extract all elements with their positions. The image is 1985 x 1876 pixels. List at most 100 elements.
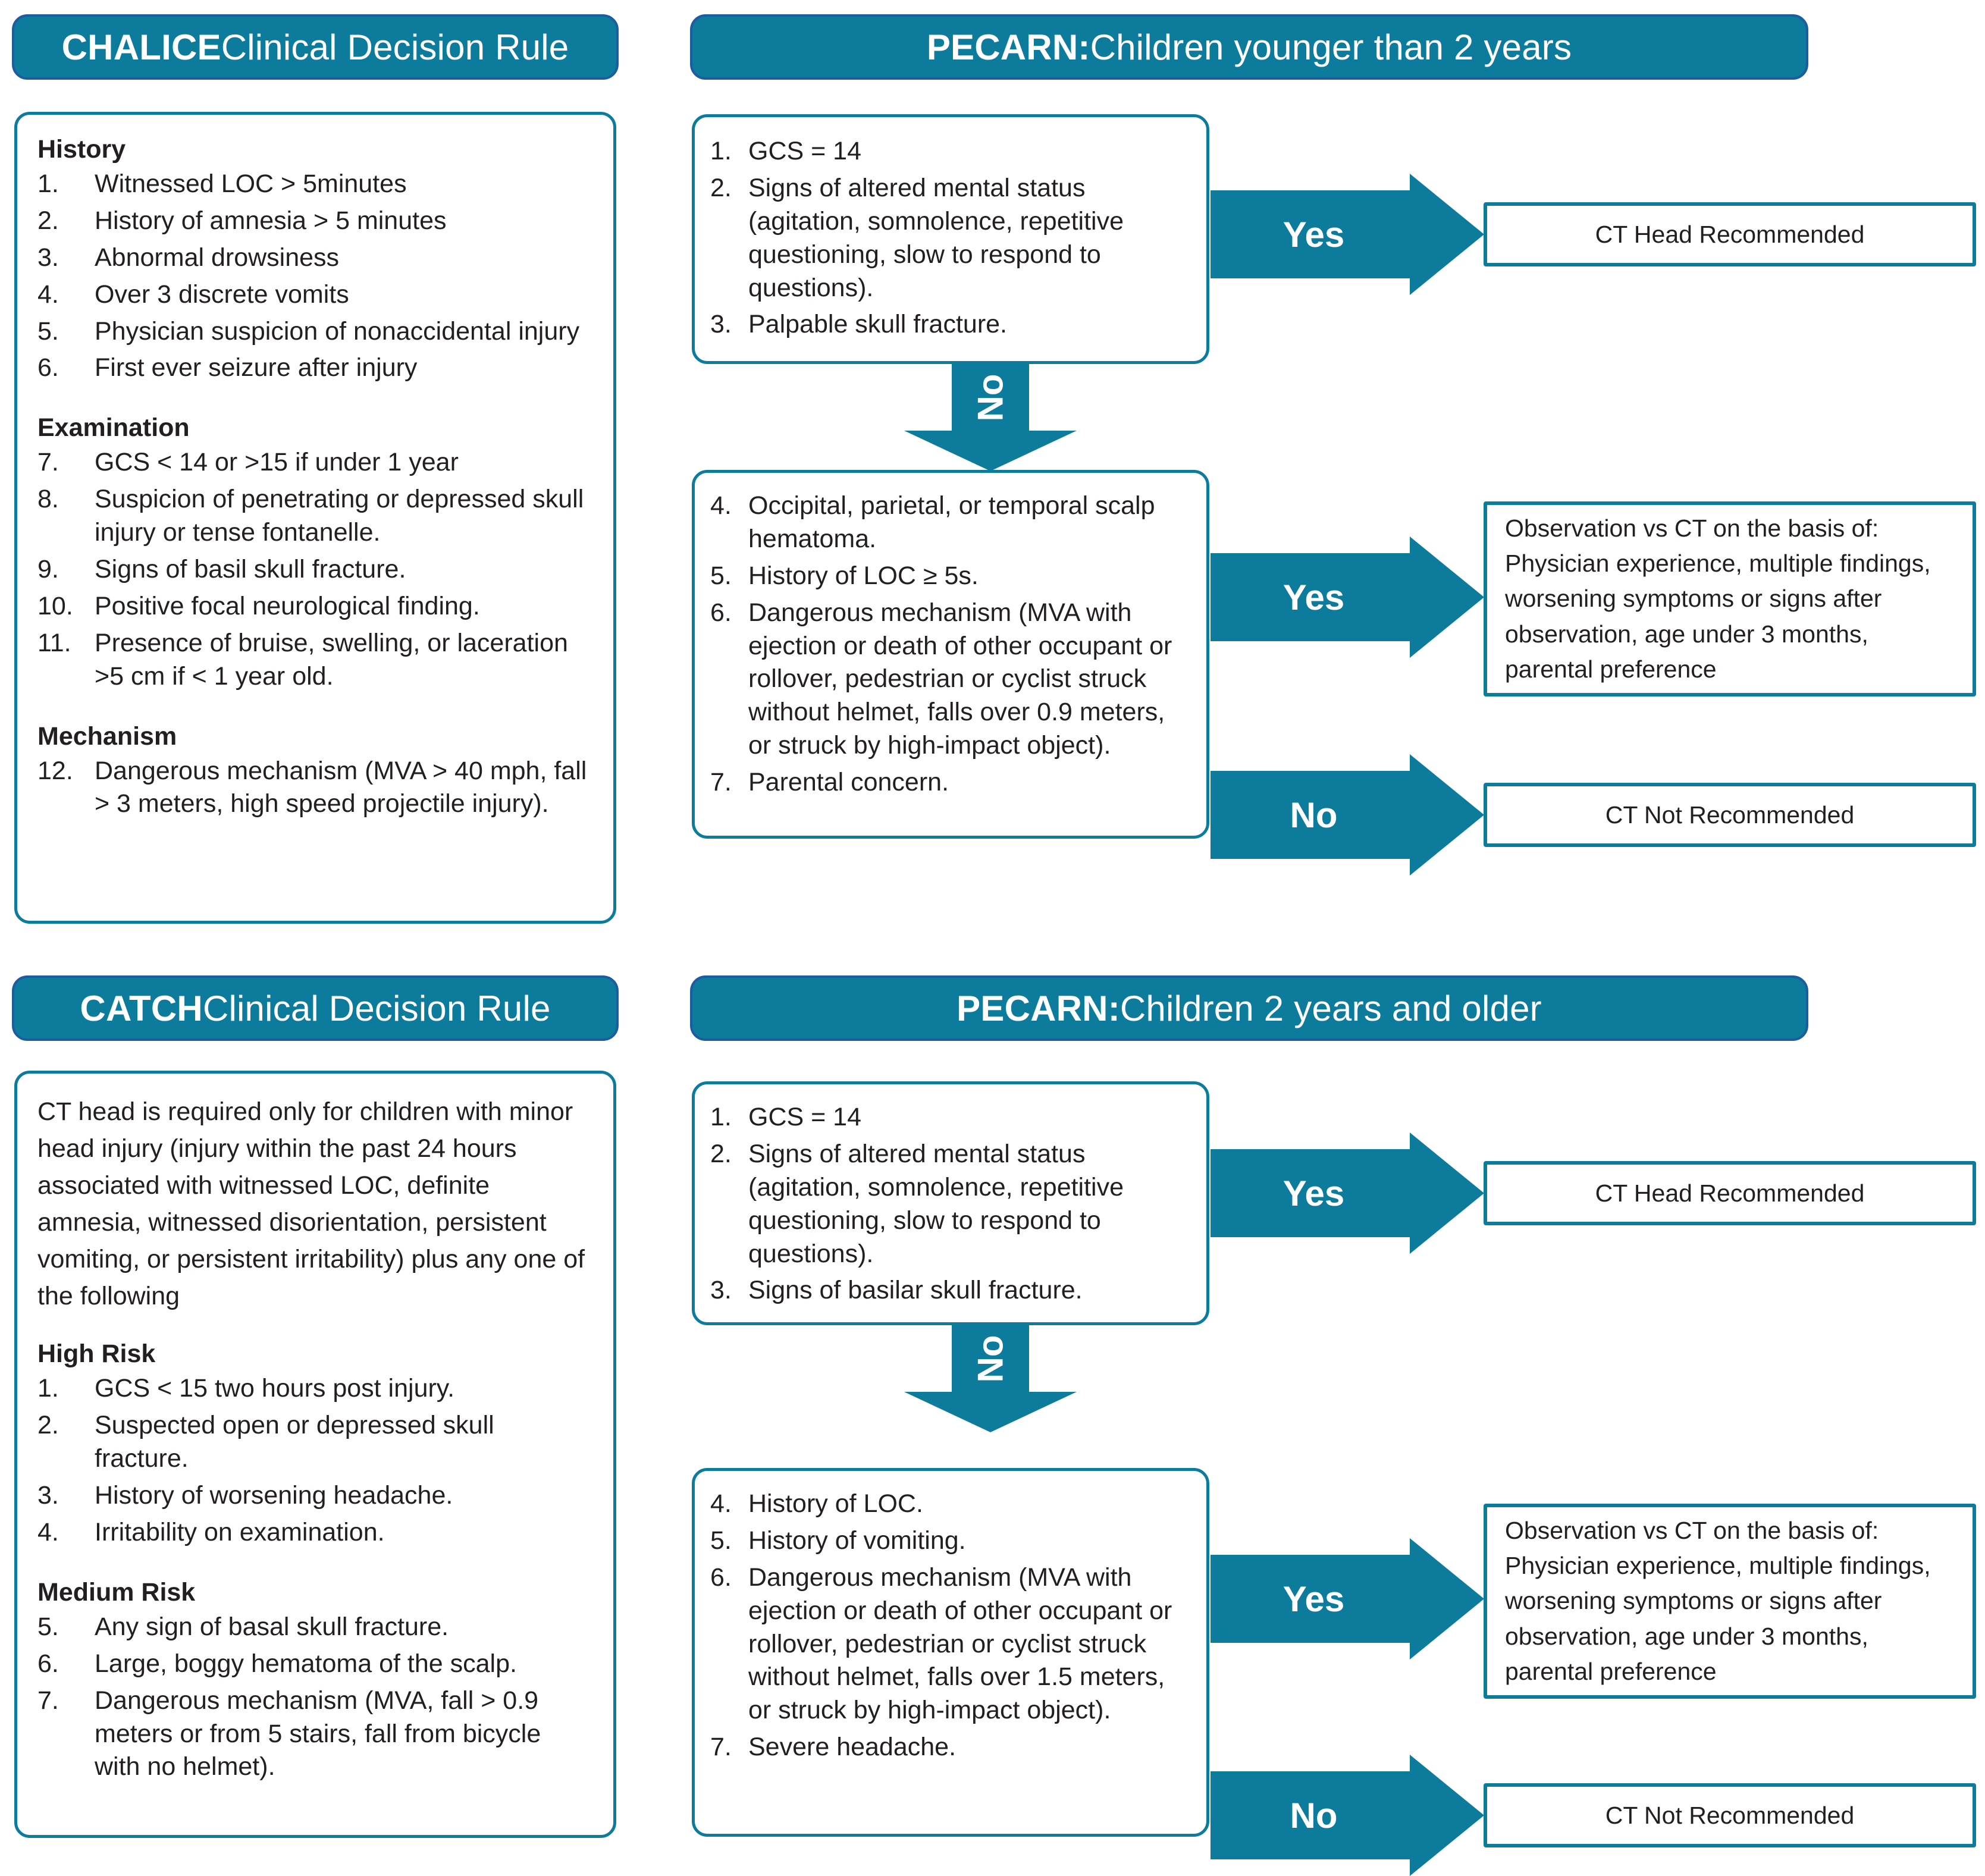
list-item: 6.Large, boggy hematoma of the scalp. <box>37 1648 593 1681</box>
chalice-section-history: History 1.Witnessed LOC > 5minutes 2.His… <box>37 135 593 385</box>
item-text: Dangerous mechanism (MVA with ejection o… <box>748 1563 1172 1725</box>
item-text: First ever seizure after injury <box>95 353 418 382</box>
item-number: 1. <box>710 1103 732 1131</box>
item-number: 5. <box>37 1612 59 1641</box>
pecarn-young-outcome-ct-not-recommended: CT Not Recommended <box>1484 783 1976 847</box>
item-number: 5. <box>710 561 732 590</box>
list-item: 3.Abnormal drowsiness <box>37 241 593 275</box>
list-item: 6.First ever seizure after injury <box>37 352 593 385</box>
pecarn-young-no-arrow-2: No <box>1211 754 1484 876</box>
pecarn-older-yes-arrow-2: Yes <box>1211 1538 1484 1659</box>
outcome-text: CT Head Recommended <box>1595 1179 1865 1207</box>
chalice-section-mechanism: Mechanism 12.Dangerous mechanism (MVA > … <box>37 722 593 821</box>
item-number: 7. <box>37 1686 59 1715</box>
pecarn-older-list-1: 1. GCS = 14 2. Signs of altered mental sta… <box>710 1101 1191 1307</box>
arrow-label-yes: Yes <box>1211 1149 1410 1237</box>
list-item: 4.Irritability on examination. <box>37 1516 593 1549</box>
catch-section-medium-risk: Medium Risk 5.Any sign of basal skull fr… <box>37 1578 593 1784</box>
section-heading: History <box>37 135 126 164</box>
chalice-history-list: 1.Witnessed LOC > 5minutes 2.History of … <box>37 168 593 385</box>
outcome-text: CT Not Recommended <box>1605 1801 1855 1829</box>
pecarn-young-yes-arrow-2: Yes <box>1211 537 1484 658</box>
list-item: 7. Severe headache. <box>710 1731 1191 1764</box>
pecarn-older-outcome-ct-not-recommended: CT Not Recommended <box>1484 1783 1976 1847</box>
item-number: 12. <box>37 756 73 785</box>
item-number: 4. <box>710 1489 732 1518</box>
list-item: 7.GCS < 14 or >15 if under 1 year <box>37 446 593 479</box>
item-number: 3. <box>710 1276 732 1305</box>
pecarn-older-outcome-observation-vs-ct: Observation vs CT on the basis of: Physi… <box>1484 1504 1976 1699</box>
item-text: Signs of altered mental status (agitatio… <box>748 1139 1124 1268</box>
item-text: Suspected open or depressed skull fractu… <box>95 1411 494 1473</box>
pecarn-young-banner: PECARN: Children younger than 2 years <box>690 14 1808 80</box>
pecarn-young-outcome-ct-head-recommended: CT Head Recommended <box>1484 202 1976 266</box>
item-text: Severe headache. <box>748 1733 957 1762</box>
pecarn-young-banner-strong: PECARN: <box>926 27 1090 67</box>
list-item: 2.Signs of altered mental status (agitat… <box>710 172 1191 305</box>
item-number: 5. <box>37 316 59 346</box>
item-number: 10. <box>37 591 73 620</box>
item-text: Any sign of basal skull fracture. <box>95 1612 449 1641</box>
chalice-section-examination: Examination 7.GCS < 14 or >15 if under 1… <box>37 413 593 693</box>
pecarn-young-list-2: 4. Occipital, parietal, or temporal scalp… <box>710 490 1191 799</box>
item-number: 6. <box>710 598 732 627</box>
item-text: Parental concern. <box>748 768 949 797</box>
item-text: Palpable skull fracture. <box>748 310 1007 339</box>
item-number: 9. <box>37 555 59 584</box>
spacer <box>37 388 593 413</box>
item-text: GCS = 14 <box>748 1103 862 1131</box>
chalice-banner: CHALICE Clinical Decision Rule <box>12 14 619 80</box>
catch-banner-rest: Clinical Decision Rule <box>202 988 551 1028</box>
list-item: 4.Over 3 discrete vomits <box>37 278 593 312</box>
item-number: 4. <box>710 491 732 520</box>
arrow-label-no: No <box>1211 1771 1410 1859</box>
pecarn-young-criteria-box-2: 4. Occipital, parietal, or temporal scalp… <box>692 470 1209 839</box>
list-item: 3.History of worsening headache. <box>37 1479 593 1513</box>
item-text: Dangerous mechanism (MVA, fall > 0.9 met… <box>95 1686 541 1781</box>
pecarn-older-banner-strong: PECARN: <box>957 988 1120 1028</box>
item-number: 1. <box>710 137 732 165</box>
section-heading: High Risk <box>37 1339 156 1369</box>
item-text: Positive focal neurological finding. <box>95 591 480 620</box>
list-item: 6.Dangerous mechanism (MVA with ejection… <box>710 1561 1191 1727</box>
item-text: Dangerous mechanism (MVA with ejection o… <box>748 598 1172 760</box>
arrow-label-no: No <box>1211 771 1410 859</box>
chalice-banner-rest: Clinical Decision Rule <box>221 27 569 67</box>
item-text: Suspicion of penetrating or depressed sk… <box>95 485 584 547</box>
section-heading: Examination <box>37 413 190 443</box>
item-number: 11. <box>37 628 71 657</box>
list-item: 9.Signs of basil skull fracture. <box>37 553 593 586</box>
item-number: 7. <box>710 1733 732 1762</box>
pecarn-young-banner-rest: Children younger than 2 years <box>1090 27 1572 67</box>
chalice-examination-list: 7.GCS < 14 or >15 if under 1 year 8.Susp… <box>37 446 593 693</box>
item-number: 3. <box>37 1481 59 1510</box>
item-number: 2. <box>710 1139 732 1168</box>
pecarn-older-outcome-ct-head-recommended: CT Head Recommended <box>1484 1161 1976 1225</box>
outcome-text: Observation vs CT on the basis of: Physi… <box>1505 515 1931 683</box>
catch-banner-strong: CATCH <box>80 988 203 1028</box>
list-item: 7. Dangerous mechanism (MVA, fall > 0.9 m… <box>37 1684 593 1784</box>
item-text: Signs of basilar skull fracture. <box>748 1276 1083 1305</box>
outcome-text: CT Head Recommended <box>1595 220 1865 248</box>
catch-banner: CATCH Clinical Decision Rule <box>12 975 619 1041</box>
arrow-label-yes: Yes <box>1211 553 1410 641</box>
catch-card: CT head is required only for children wi… <box>14 1071 616 1838</box>
item-text: Occipital, parietal, or temporal scalp h… <box>748 491 1155 553</box>
item-text: Witnessed LOC > 5minutes <box>95 170 407 198</box>
spacer <box>37 697 593 722</box>
chalice-card: History 1.Witnessed LOC > 5minutes 2.His… <box>14 112 616 924</box>
catch-high-risk-list: 1.GCS < 15 two hours post injury. 2.Susp… <box>37 1372 593 1549</box>
item-number: 6. <box>37 1649 59 1678</box>
list-item: 1.GCS < 15 two hours post injury. <box>37 1372 593 1406</box>
item-text: GCS < 15 two hours post injury. <box>95 1374 455 1403</box>
list-item: 4.History of LOC. <box>710 1488 1191 1521</box>
list-item: 5.History of vomiting. <box>710 1524 1191 1558</box>
pecarn-young-criteria-box-1: 1.GCS = 14 2.Signs of altered mental sta… <box>692 114 1209 364</box>
list-item: 5.History of LOC ≥ 5s. <box>710 560 1191 593</box>
pecarn-older-yes-arrow-1: Yes <box>1211 1132 1484 1254</box>
spacer <box>37 1553 593 1578</box>
item-number: 1. <box>37 170 59 198</box>
pecarn-young-yes-arrow-1: Yes <box>1211 174 1484 295</box>
list-item: 3.Palpable skull fracture. <box>710 308 1191 341</box>
pecarn-older-no-arrow: No <box>904 1325 1077 1432</box>
